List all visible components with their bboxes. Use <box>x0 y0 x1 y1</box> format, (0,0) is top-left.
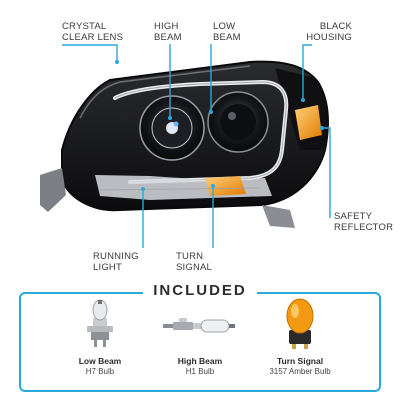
included-item-high-beam: High Beam H1 Bulb <box>145 296 255 390</box>
leader-safety-reflector <box>322 127 331 218</box>
item-sub: H7 Bulb <box>85 367 115 376</box>
leader-crystal-lens <box>62 44 118 62</box>
item-sub: H1 Bulb <box>185 367 215 376</box>
h1-bulb-icon <box>163 318 235 333</box>
callout-high-beam: HIGH BEAM <box>154 21 182 43</box>
mounting-bracket-left <box>40 168 66 212</box>
crystal-lens-edge <box>79 65 251 119</box>
item-name: High Beam <box>177 356 223 366</box>
callout-black-housing: BLACK HOUSING <box>306 21 352 43</box>
included-item-low-beam: Low Beam H7 Bulb <box>45 296 155 390</box>
lower-lens-strip <box>95 175 272 200</box>
callout-crystal-clear-lens: CRYSTAL CLEAR LENS <box>62 21 124 43</box>
mounting-bracket-right <box>262 205 295 228</box>
callout-turn-signal: TURN SIGNAL <box>176 251 213 273</box>
item-name: Low Beam <box>78 356 122 366</box>
h7-bulb-icon <box>87 299 113 347</box>
amber-bulb-icon <box>286 298 314 349</box>
included-item-turn-signal: Turn Signal 3157 Amber Bulb <box>245 296 355 390</box>
leader-black-housing <box>302 44 312 100</box>
turn-signal-amber <box>205 176 246 196</box>
item-name: Turn Signal <box>276 356 324 366</box>
amber-reflector <box>295 105 322 140</box>
callout-safety-reflector: SAFETY REFLECTOR <box>334 211 394 233</box>
callout-low-beam: LOW BEAM <box>213 21 241 43</box>
included-title: INCLUDED <box>0 282 400 299</box>
callout-running-light: RUNNING LIGHT <box>93 251 139 273</box>
item-sub: 3157 Amber Bulb <box>269 367 331 376</box>
